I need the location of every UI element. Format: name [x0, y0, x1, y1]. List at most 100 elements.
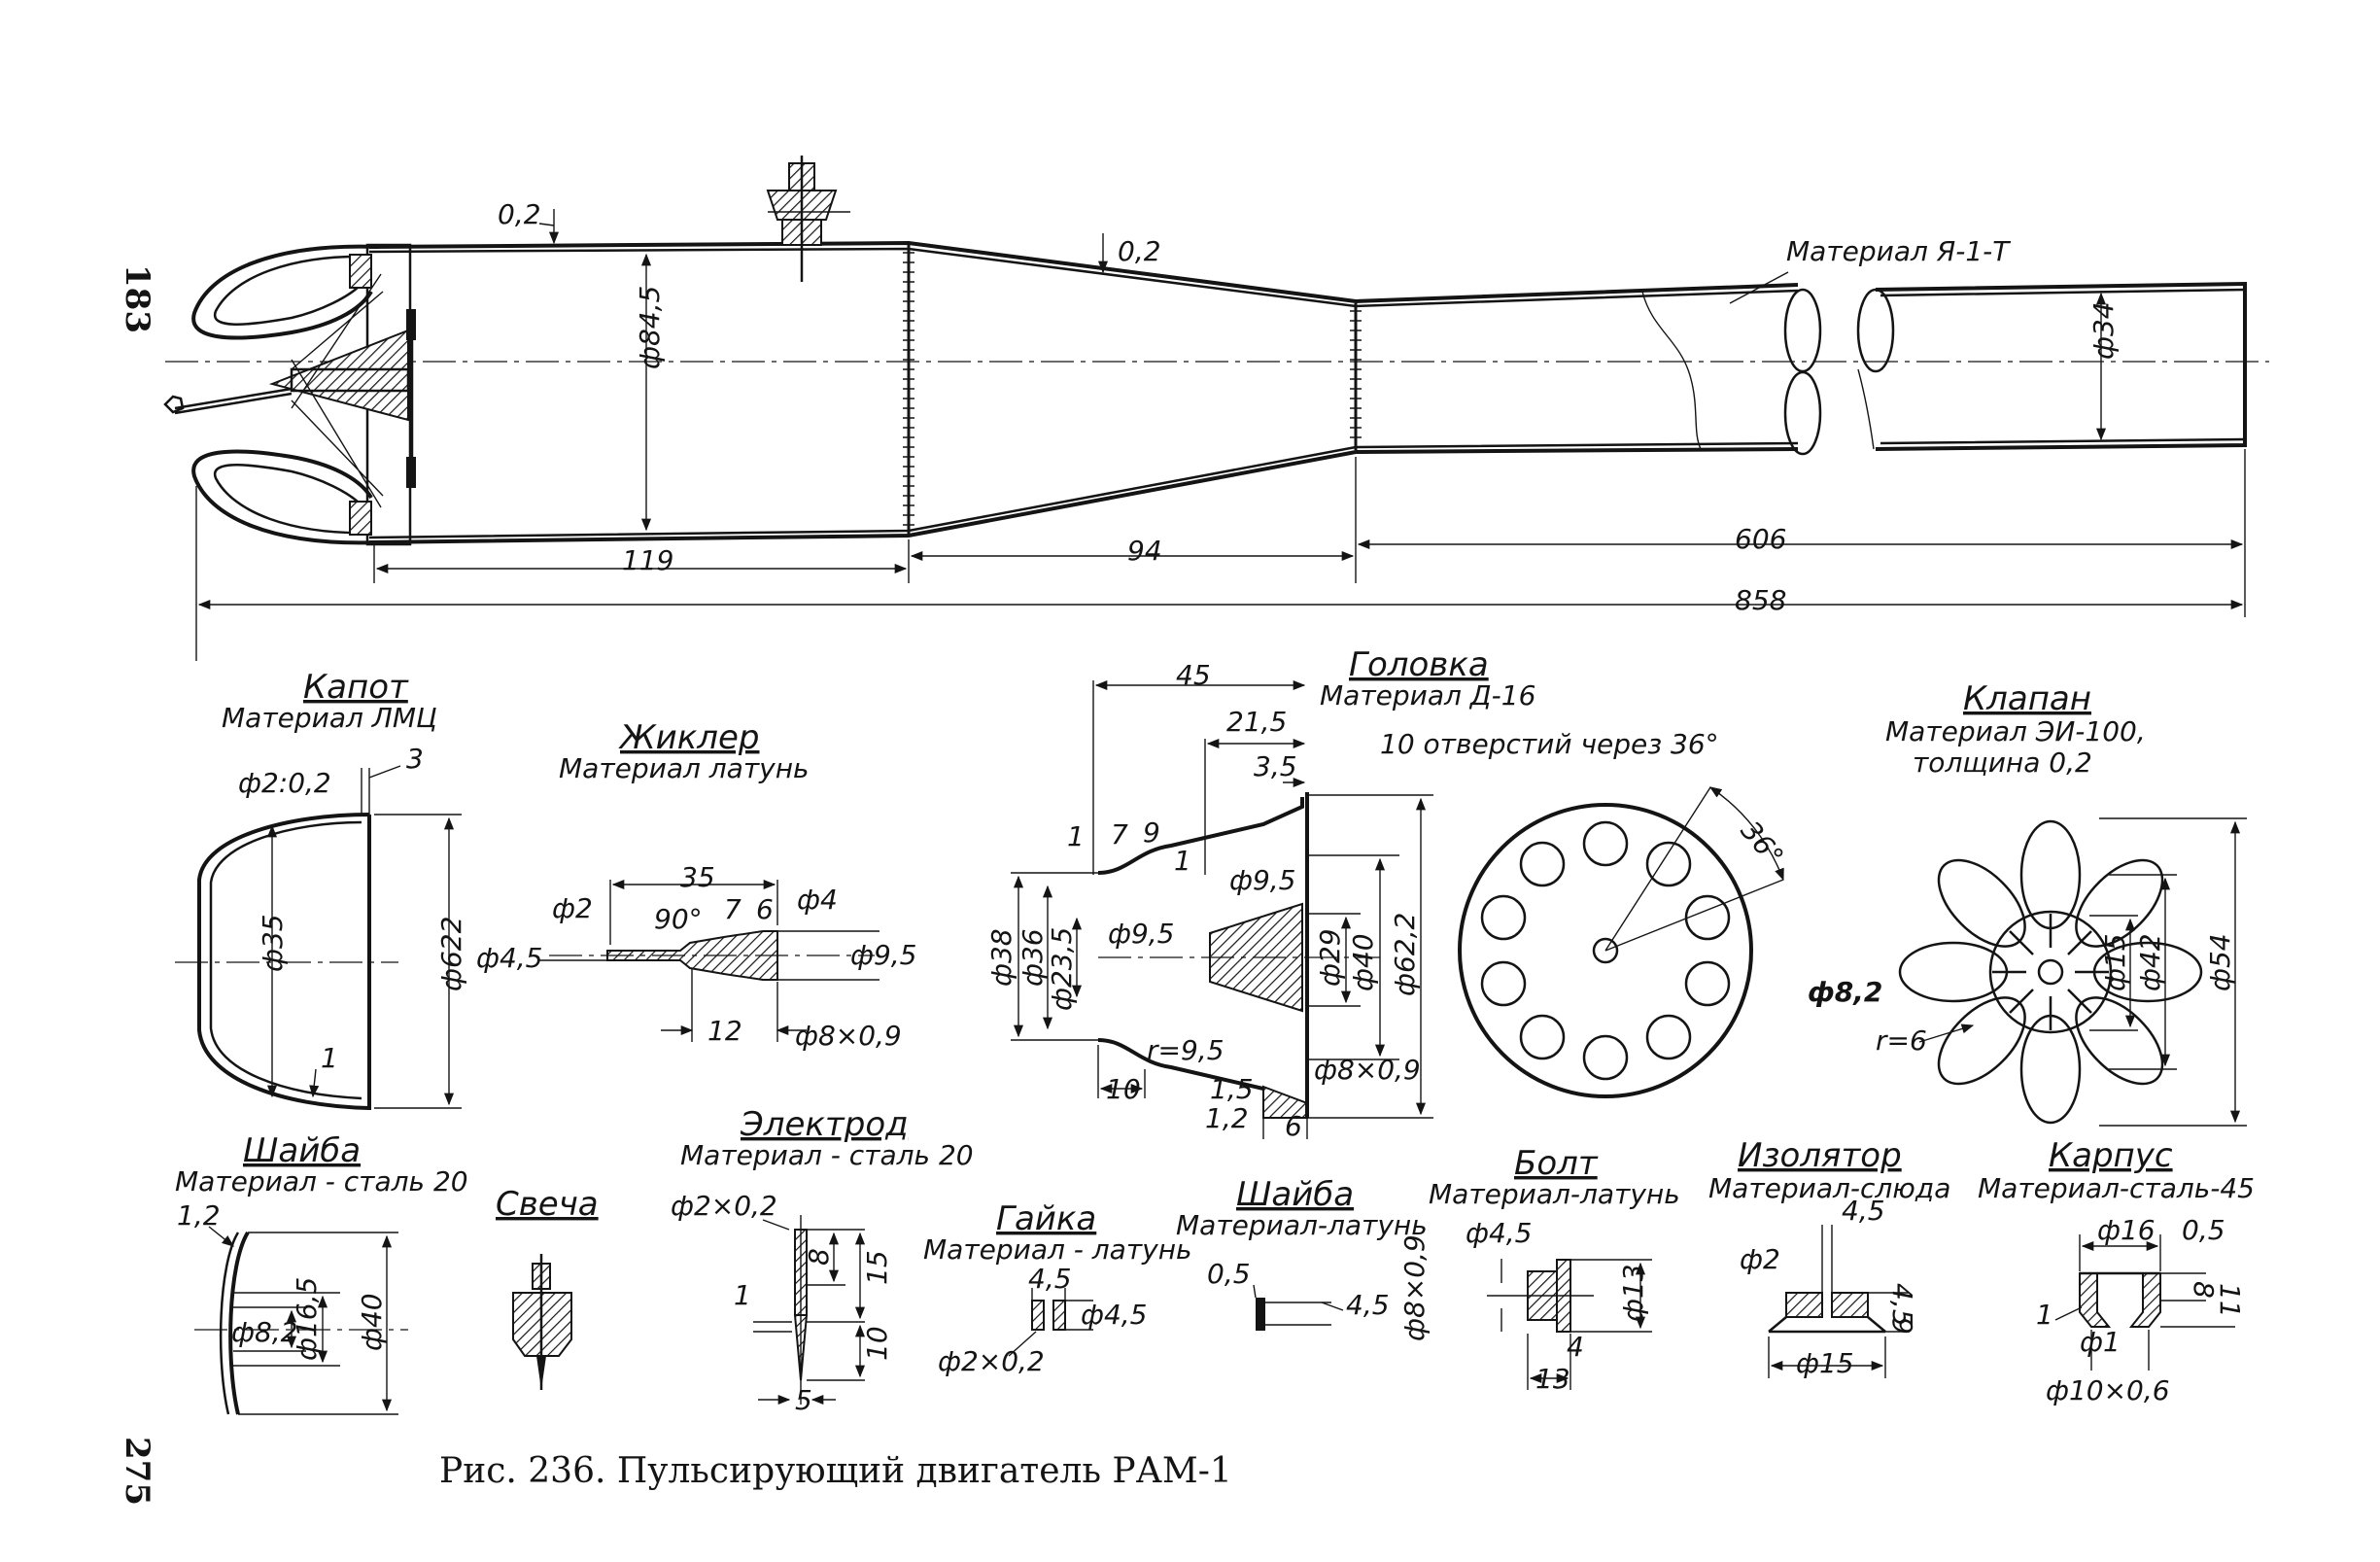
part-korpus: Карпус Материал-сталь-45 ф16 0,5 8 11 1 …	[1978, 1136, 2255, 1406]
izolyator-dim-d15: ф15	[1796, 1347, 1854, 1379]
klapan-dim-d42: ф42	[2134, 933, 2166, 991]
golovka-dim-d235: ф23,5	[1046, 927, 1078, 1011]
weld-seam-1	[903, 245, 914, 535]
part-bolt: Болт Материал-латунь ф4,5 ф8×0,9 ф13 4 1…	[1398, 1144, 1680, 1395]
dim-len-front: 119	[622, 544, 673, 576]
gaika-material: Материал - латунь	[923, 1233, 1192, 1266]
kapot-dim-inner: ф35	[257, 914, 289, 972]
klapan-thickness: толщина 0,2	[1913, 746, 2092, 779]
golovka-dim-d95a: ф9,5	[1229, 864, 1295, 896]
part-shaiba-brass: Шайба Материал-латунь 0,5 4,5	[1176, 1175, 1428, 1331]
dim-len-cone: 94	[1127, 535, 1162, 567]
golovka-dim-d8x09: ф8×0,9	[1314, 1054, 1421, 1086]
shaiba2-title: Шайба	[1236, 1175, 1354, 1214]
fuel-line	[174, 387, 293, 415]
golovka-dim-1b: 1	[1174, 845, 1191, 877]
izolyator-title: Изолятор	[1738, 1136, 1902, 1175]
golovka-dim-15: 1,5	[1210, 1073, 1254, 1105]
izolyator-dim-9: 9	[1886, 1317, 1918, 1335]
elektrod-dim-d2x02: ф2×0,2	[671, 1190, 777, 1222]
golovka-material: Материал Д-16	[1320, 679, 1535, 712]
weld-seam-2	[1350, 303, 1362, 450]
klapan-dim-d82: ф8,2	[1808, 976, 1882, 1008]
shaiba1-dim-d40: ф40	[356, 1293, 388, 1351]
golovka-dim-d29: ф29	[1314, 928, 1346, 987]
golovka-dim-d40: ф40	[1347, 933, 1379, 991]
korpus-dim-8: 8	[2188, 1281, 2220, 1299]
fuel-jet	[290, 367, 410, 393]
golovka-dim-6: 6	[1285, 1110, 1302, 1142]
zhikler-dim-angle: 90°	[654, 903, 703, 935]
part-shaiba-steel: Шайба Материал - сталь 20 1,2 ф40 ф16,5 …	[175, 1131, 468, 1415]
bolt-title: Болт	[1514, 1144, 1599, 1183]
gaika-dim-d45: ф4,5	[1081, 1299, 1147, 1331]
klapan-dim-d54: ф54	[2204, 933, 2236, 991]
gaika-dim-w45: 4,5	[1028, 1263, 1072, 1295]
dim-wall-cone: 0,2	[1118, 235, 1161, 267]
izolyator-dim-h45: 4,5	[1886, 1283, 1918, 1327]
dim-len-total: 858	[1735, 584, 1786, 616]
korpus-dim-d10x06: ф10×0,6	[2046, 1374, 2170, 1406]
part-gaika: Гайка Материал - латунь 4,5 ф4,5 ф2×0,2	[923, 1199, 1192, 1377]
golovka-dim-r95: r=9,5	[1147, 1034, 1224, 1066]
elektrod-dim-1: 1	[734, 1279, 751, 1311]
bolt-dim-d13: ф13	[1617, 1264, 1649, 1322]
golovka-dim-d36: ф36	[1017, 928, 1049, 987]
zhikler-dim-7: 7	[724, 893, 742, 925]
golovka-dim-215: 21,5	[1226, 706, 1287, 738]
golovka-dim-d622: ф62,2	[1389, 913, 1421, 996]
bolt-dim-d8x09: ф8×0,9	[1398, 1234, 1431, 1341]
gaika-title: Гайка	[996, 1199, 1096, 1238]
klapan-title: Клапан	[1963, 679, 2091, 718]
elektrod-title: Электрод	[740, 1105, 909, 1144]
klapan-dim-r6: r=6	[1876, 1024, 1927, 1057]
golovka-dim-35: 3,5	[1254, 750, 1297, 782]
zhikler-dim-d8x09: ф8×0,9	[795, 1020, 902, 1052]
golovka-dim-7: 7	[1111, 818, 1128, 850]
shaiba2-dim-t: 0,5	[1207, 1258, 1251, 1290]
elektrod-dim-8: 8	[803, 1248, 835, 1266]
elektrod-dim-5: 5	[795, 1384, 812, 1416]
assembly-material: Материал Я-1-Т	[1786, 235, 2011, 267]
dim-len-tail: 606	[1735, 523, 1786, 555]
intake-cowl	[191, 244, 380, 545]
zhikler-dim-12: 12	[707, 1015, 742, 1047]
tail-break	[1641, 281, 2247, 456]
engine-outer-shell	[368, 240, 1799, 544]
golovka-dim-9: 9	[1143, 816, 1160, 849]
part-golovka: Головка Материал Д-16 45 21,5 3,5 1 7 9 …	[985, 645, 1790, 1142]
korpus-material: Материал-сталь-45	[1978, 1172, 2255, 1204]
shaiba1-dim-d82: ф8,2	[231, 1316, 297, 1348]
elektrod-dim-15: 15	[861, 1250, 893, 1285]
kapot-dim-edge: 3	[406, 743, 424, 775]
korpus-dim-d16: ф16	[2097, 1214, 2156, 1246]
elektrod-material: Материал - сталь 20	[680, 1139, 974, 1171]
zhikler-dim-6: 6	[756, 893, 774, 925]
golovka-angle: 36°	[1735, 815, 1790, 872]
klapan-dim-d15: ф15	[2099, 933, 2131, 991]
spark-plug-assembly	[766, 156, 850, 282]
klapan-material: Материал ЭИ-100,	[1885, 715, 2146, 747]
kapot-title: Капот	[303, 668, 409, 707]
figure-caption: Рис. 236. Пульсирующий двигатель РАМ-1	[439, 1451, 1232, 1491]
golovka-note: 10 отверстий через 36°	[1380, 728, 1719, 760]
bolt-dim-4: 4	[1567, 1331, 1584, 1363]
page-number-top: 183	[118, 264, 156, 333]
head-lip-top	[349, 254, 372, 289]
dim-dia-body: ф84,5	[634, 286, 666, 369]
shaiba2-material: Материал-латунь	[1176, 1209, 1428, 1241]
korpus-dim-t05: 0,5	[2182, 1214, 2225, 1246]
izolyator-dim-w45: 4,5	[1842, 1195, 1885, 1227]
golovka-dim-d95b: ф9,5	[1108, 918, 1174, 950]
kapot-dim-thickness: ф2:0,2	[238, 767, 331, 799]
korpus-dim-1: 1	[2036, 1299, 2053, 1331]
zhikler-title: Жиклер	[618, 718, 760, 757]
shaiba2-dim-d45: 4,5	[1346, 1289, 1390, 1321]
korpus-dim-dd1: ф1	[2080, 1326, 2121, 1358]
korpus-dim-11: 11	[2214, 1283, 2246, 1318]
golovka-dim-45: 45	[1176, 659, 1211, 691]
zhikler-dim-d4: ф4	[797, 884, 838, 916]
part-elektrod: Электрод Материал - сталь 20 ф2×0,2 8 15…	[671, 1105, 974, 1416]
part-izolyator: Изолятор Материал-слюда 4,5 ф2 4,5 9 ф15	[1708, 1136, 1950, 1379]
golovka-dim-1: 1	[1067, 820, 1085, 852]
